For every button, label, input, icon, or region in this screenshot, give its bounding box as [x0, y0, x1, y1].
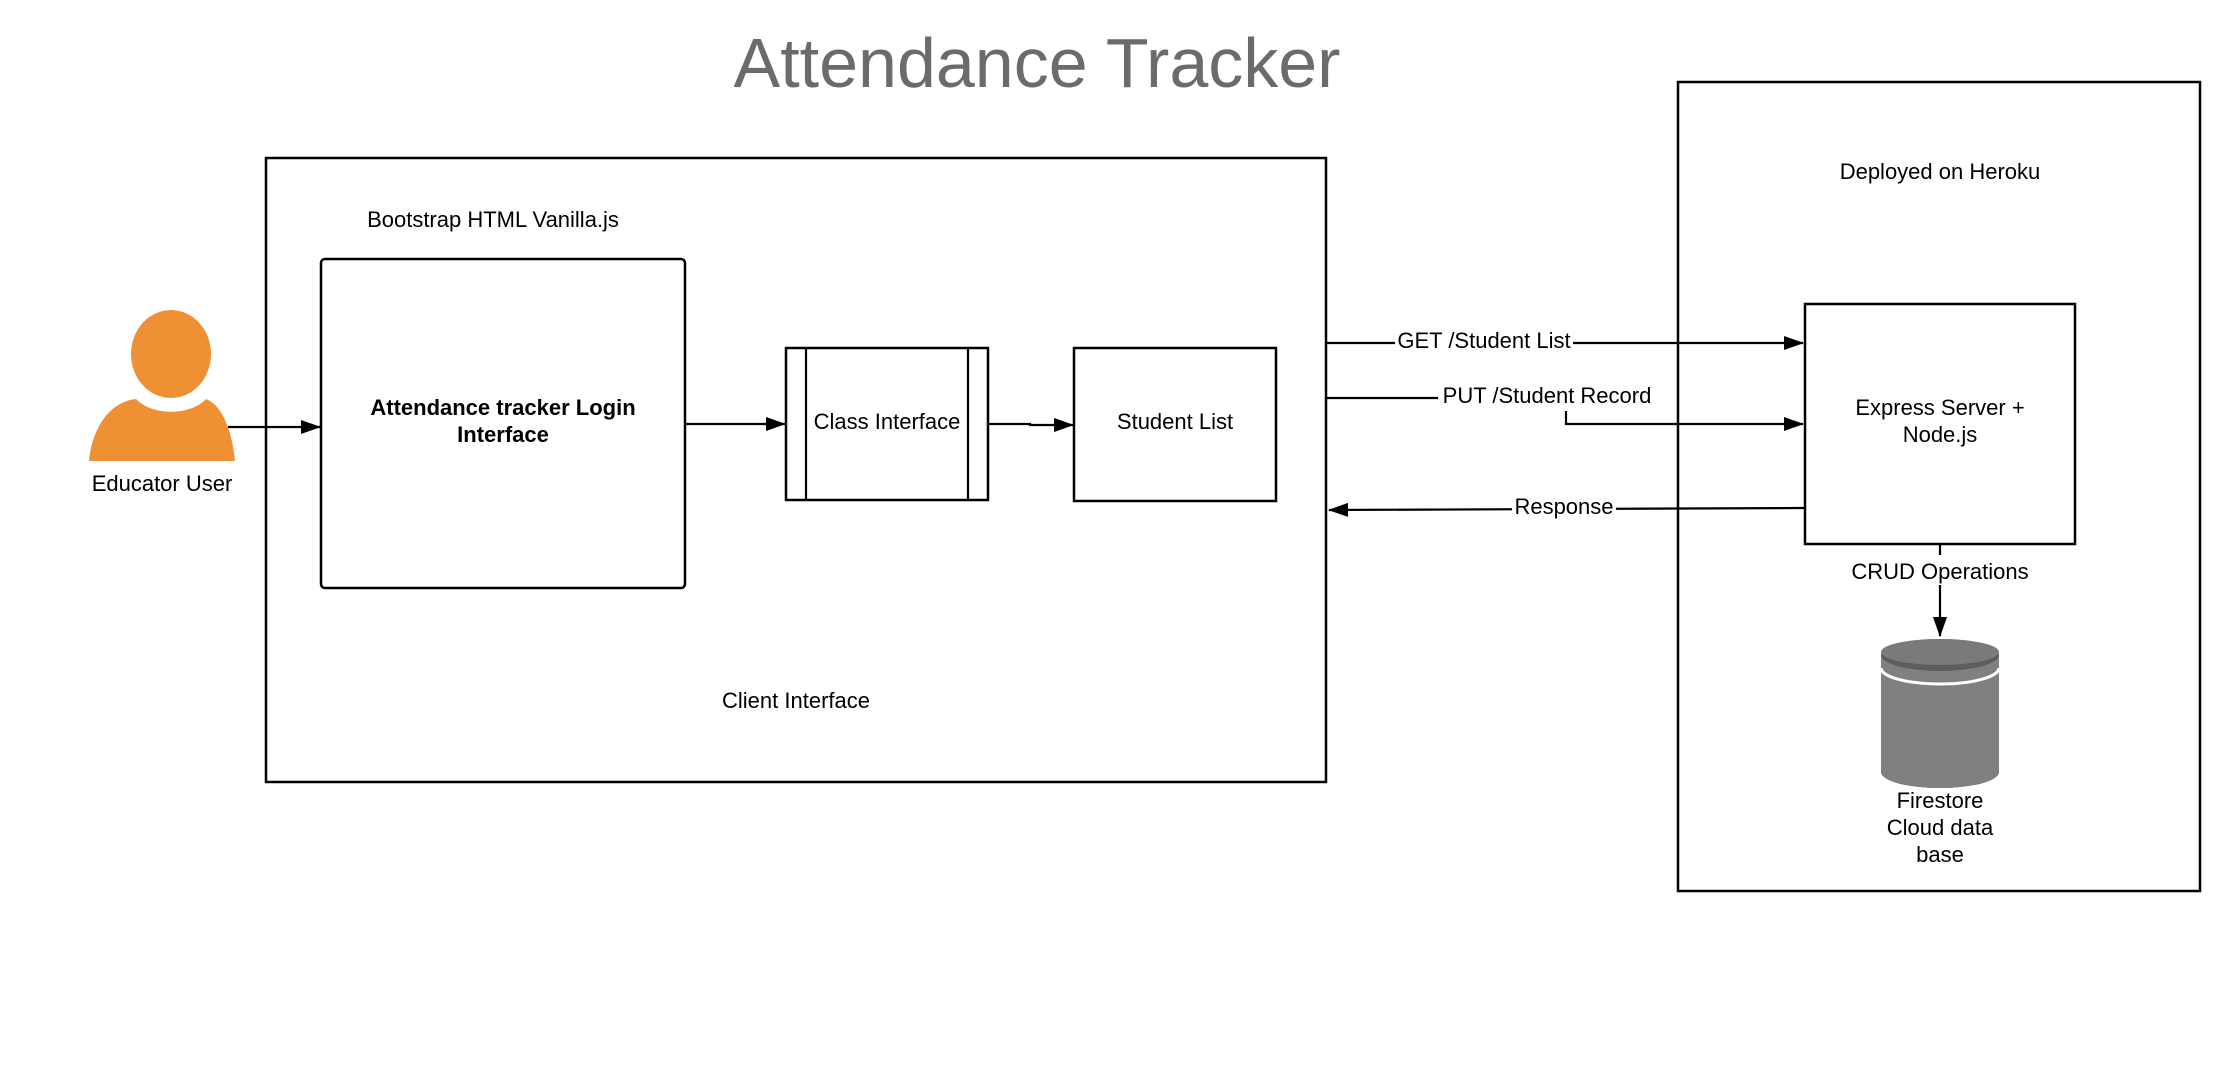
login-interface-label-line2: Interface	[457, 422, 549, 447]
get-student-list-label: GET /Student List	[1397, 328, 1570, 353]
educator-user-icon	[89, 310, 235, 461]
student-list-box	[1072, 346, 1278, 503]
class-interface-label: Class Interface	[814, 409, 961, 434]
database-label-line3: base	[1916, 842, 1964, 867]
express-server-box	[1803, 302, 2077, 546]
response-label-bg	[1512, 492, 1616, 522]
database-label-line1: Firestore	[1897, 788, 1984, 813]
response-label: Response	[1514, 494, 1613, 519]
client-tech-label: Bootstrap HTML Vanilla.js	[367, 207, 619, 232]
express-server-label-line1: Express Server +	[1855, 395, 2024, 420]
express-server-label-line2: Node.js	[1903, 422, 1978, 447]
put-label-bg	[1438, 381, 1656, 411]
client-interface-label: Client Interface	[722, 688, 870, 713]
crud-label-bg	[1842, 555, 2038, 585]
class-interface-box	[784, 346, 990, 502]
put-student-record-label: PUT /Student Record	[1443, 383, 1652, 408]
login-interface-label-line1: Attendance tracker Login	[370, 395, 635, 420]
student-list-label: Student List	[1117, 409, 1233, 434]
database-label-line2: Cloud data	[1887, 815, 1994, 840]
class-to-student-arrow	[989, 418, 1074, 432]
login-interface-box	[319, 257, 687, 590]
heroku-label: Deployed on Heroku	[1840, 159, 2041, 184]
database-icon	[1879, 639, 2001, 788]
diagram-title: Attendance Tracker	[734, 24, 1341, 102]
educator-user-label: Educator User	[92, 471, 233, 496]
crud-operations-label: CRUD Operations	[1851, 559, 2028, 584]
get-label-bg	[1395, 326, 1573, 356]
